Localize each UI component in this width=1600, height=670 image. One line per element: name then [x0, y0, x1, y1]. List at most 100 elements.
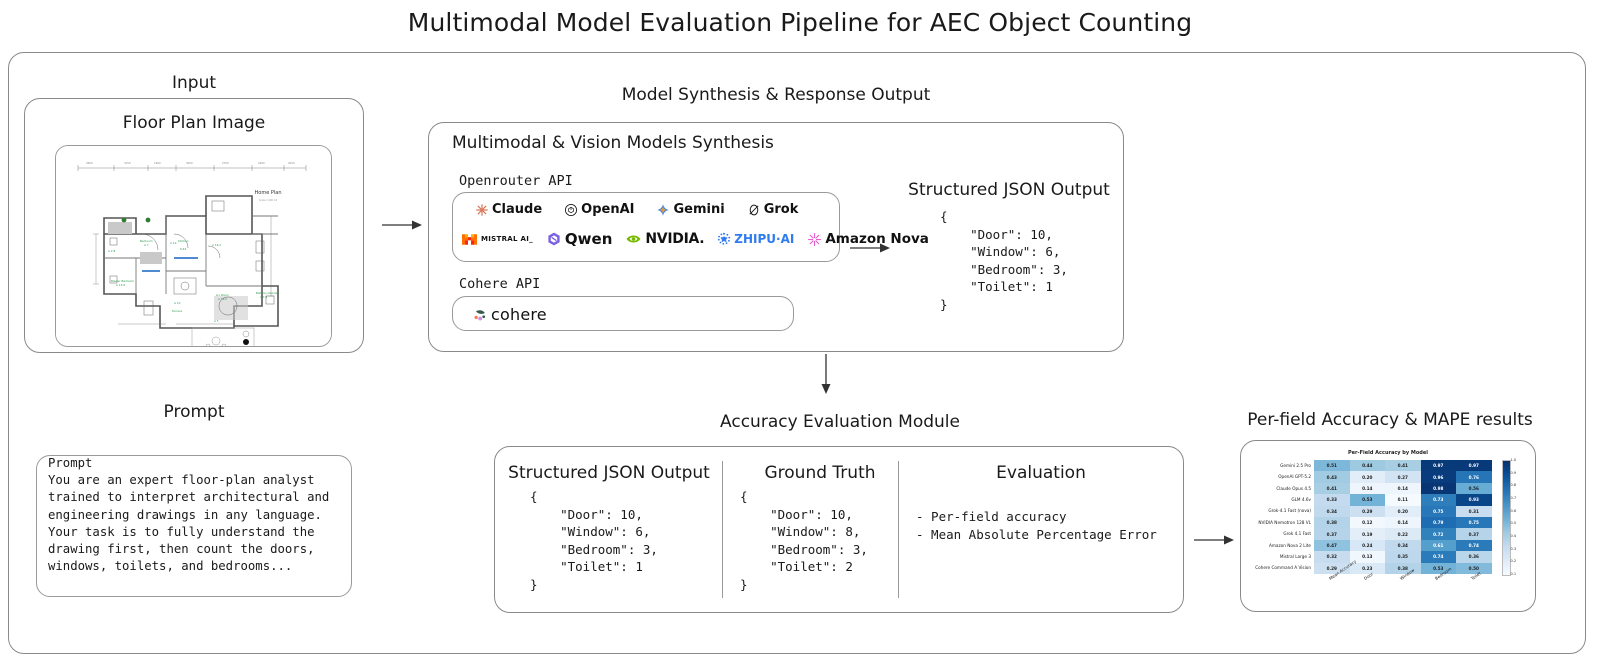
heatmap-cell: 0.33 [1314, 494, 1350, 506]
openrouter-models-row1: Claude OpenAI Gemini Grok [475, 202, 798, 217]
heatmap-row-label: Grok-4.1 Fast (nova) [1268, 508, 1311, 514]
nvidia-eye-icon [626, 235, 641, 243]
svg-text:3150: 3150 [124, 161, 131, 165]
model-logo-openai[interactable]: OpenAI [564, 202, 634, 217]
colorbar-tick: 0.8 [1510, 483, 1517, 488]
colorbar-tick: 0.6 [1510, 508, 1517, 513]
divider [722, 461, 723, 598]
heatmap-cell: 0.97 [1420, 460, 1456, 472]
colorbar-tick: 0.1 [1510, 572, 1517, 576]
gemini-spark-icon [657, 203, 670, 216]
svg-text:2600: 2600 [86, 161, 93, 165]
svg-text:Scale 1:100 A3: Scale 1:100 A3 [259, 199, 277, 202]
heatmap-cell: 0.19 [1349, 528, 1385, 540]
eval-col2-body: { "Door": 10, "Window": 8, "Bedroom": 3,… [740, 489, 868, 592]
colorbar-tick: 0.2 [1510, 559, 1517, 564]
model-logo-claude[interactable]: Claude [475, 202, 542, 217]
heatmap-cell: 0.75 [1456, 517, 1492, 529]
zhipu-dots-icon [718, 232, 731, 245]
svg-text:Bedroom: Bedroom [140, 239, 153, 243]
heatmap-cell: 0.37 [1456, 528, 1492, 540]
model-logo-qwen[interactable]: Qwen [546, 230, 612, 248]
svg-text:A 16.2: A 16.2 [212, 243, 221, 247]
model-logo-nvidia[interactable]: NVIDIA. [625, 231, 705, 247]
heatmap-row-label: NVIDIA Nemotron 128 VL [1258, 519, 1311, 525]
model-label: Claude [492, 202, 543, 217]
svg-text:2250: 2250 [288, 161, 295, 165]
colorbar-tick: 0.9 [1510, 470, 1517, 475]
synthesis-header: Multimodal & Vision Models Synthesis [452, 133, 774, 153]
eval-col1-header: Structured JSON Output [508, 463, 710, 483]
svg-text:6.63: 6.63 [180, 247, 186, 251]
heatmap-cell: 0.56 [1456, 482, 1492, 495]
heatmap-cell: 0.93 [1456, 494, 1492, 506]
svg-text:Liv Room: Liv Room [216, 293, 229, 297]
heatmap-cell: 0.14 [1385, 517, 1421, 529]
structured-json-output-body: { "Door": 10, "Window": 6, "Bedroom": 3,… [940, 209, 1068, 312]
section-label-input: Input [171, 73, 217, 93]
model-logo-gemini[interactable]: Gemini [656, 202, 725, 217]
prompt-body: You are an expert floor-plan analyst tra… [48, 473, 330, 574]
svg-text:Ballcony/Garden: Ballcony/Garden [256, 291, 279, 295]
mistral-logo-icon [462, 233, 477, 245]
eval-col2-header: Ground Truth [764, 463, 876, 483]
model-label: ZHIPU·AI [734, 232, 795, 246]
cohere-dots-icon [474, 309, 486, 320]
svg-text:2700: 2700 [222, 161, 229, 165]
model-label: MISTRAL AI_ [481, 235, 533, 243]
model-label: cohere [491, 305, 547, 324]
heatmap-row-label: Mistral Large 3 [1279, 553, 1311, 559]
heatmap-cell: 0.53 [1420, 562, 1456, 574]
heatmap-cell: 0.96 [1420, 471, 1456, 483]
heatmap-cell: 0.22 [1385, 528, 1421, 540]
eval-col3-header: Evaluation [996, 463, 1086, 483]
heatmap-cell: 0.12 [1349, 517, 1385, 529]
heatmap-title: Per-Field Accuracy by Model [1348, 450, 1428, 456]
model-logo-cohere[interactable]: cohere [472, 305, 547, 324]
heatmap-cell: 0.61 [1420, 539, 1456, 552]
heatmap-cell: 0.35 [1385, 551, 1421, 563]
heatmap-cell: 0.41 [1314, 482, 1350, 495]
heatmap-cell: 0.79 [1420, 517, 1456, 529]
heatmap-cell: 0.97 [1456, 460, 1492, 472]
heatmap-cell: 0.34 [1385, 539, 1421, 552]
colorbar-tick: 0.3 [1510, 546, 1517, 551]
heatmap-colorbar [1501, 460, 1511, 576]
floorplan-title: Floor Plan Image [122, 113, 266, 133]
heatmap-row-label: Grok 4.1 Fast [1283, 531, 1311, 537]
arrow-synthesis-to-evaluation [821, 354, 831, 394]
divider [898, 461, 899, 598]
section-label-results: Per-field Accuracy & MAPE results [1247, 410, 1533, 430]
arrow-evaluation-to-results [1194, 535, 1234, 545]
heatmap-row-label: GLM 4.6v [1291, 496, 1311, 502]
heatmap-cell: 0.34 [1314, 505, 1350, 517]
heatmap-row-label: OpenAI GPT-5.2 [1278, 474, 1311, 480]
heatmap-cell: 0.73 [1420, 494, 1456, 506]
cohere-api-label: Cohere API [459, 276, 541, 292]
colorbar-tick: 0.4 [1510, 534, 1517, 538]
heatmap-cell: 0.76 [1456, 471, 1492, 483]
openrouter-models-row2: MISTRAL AI_ Qwen NVIDIA. ZHIPU·AI [461, 230, 929, 248]
model-logo-grok[interactable]: Grok [747, 202, 798, 217]
svg-text:A 10: A 10 [174, 301, 181, 305]
openrouter-models-box [452, 192, 840, 262]
svg-text:Kitchen: Kitchen [178, 239, 189, 243]
svg-text:A 38.5: A 38.5 [218, 297, 227, 301]
heatmap-cell: 0.23 [1349, 562, 1385, 574]
heatmap-cell: 0.29 [1349, 505, 1385, 517]
svg-text:A 10: A 10 [170, 241, 177, 245]
heatmap-cell: 0.72 [1420, 528, 1456, 540]
heatmap-cell: 0.20 [1385, 505, 1421, 517]
svg-text:A 5: A 5 [214, 319, 219, 323]
eval-col3-body: - Per-field accuracy - Mean Absolute Per… [916, 509, 1157, 542]
colorbar-tick: 1.0 [1510, 458, 1517, 462]
model-logo-zhipu[interactable]: ZHIPU·AI [717, 232, 794, 246]
svg-text:2400: 2400 [258, 161, 265, 165]
cohere-models-box [452, 296, 794, 331]
model-logo-amazon-nova[interactable]: Amazon Nova [807, 231, 929, 247]
section-label-evaluation: Accuracy Evaluation Module [720, 412, 960, 432]
heatmap-cell: 0.29 [1314, 562, 1350, 574]
model-label: Gemini [673, 202, 725, 217]
model-logo-mistral[interactable]: MISTRAL AI_ [461, 232, 533, 247]
